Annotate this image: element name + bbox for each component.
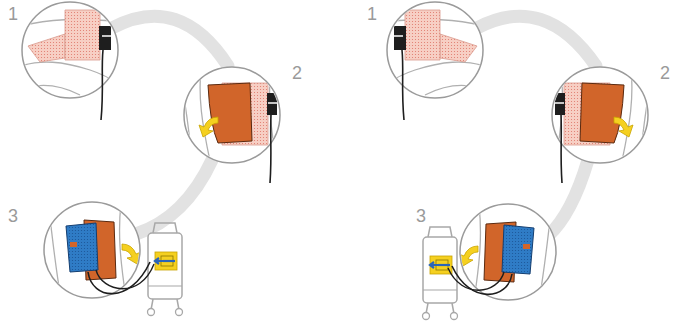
pad-cable: [96, 264, 154, 289]
pad-cable: [448, 268, 504, 290]
sequence-band: [477, 16, 596, 66]
callout-number: 2: [660, 63, 670, 83]
callout-number: 3: [8, 206, 18, 226]
callout-number: 1: [8, 4, 18, 24]
step-circle: [182, 60, 280, 183]
sequence-band: [112, 16, 596, 236]
step-circle: [380, 2, 490, 120]
defibrillator-cart: [148, 223, 183, 316]
callout-number: 2: [292, 63, 302, 83]
step-circle: [552, 60, 650, 183]
defibrillator-cart: [423, 227, 458, 320]
sequence-band: [112, 16, 228, 66]
sequence-band: [548, 160, 588, 236]
step-circle: [15, 2, 125, 120]
callout-number: 1: [367, 4, 377, 24]
callout-number: 3: [416, 206, 426, 226]
